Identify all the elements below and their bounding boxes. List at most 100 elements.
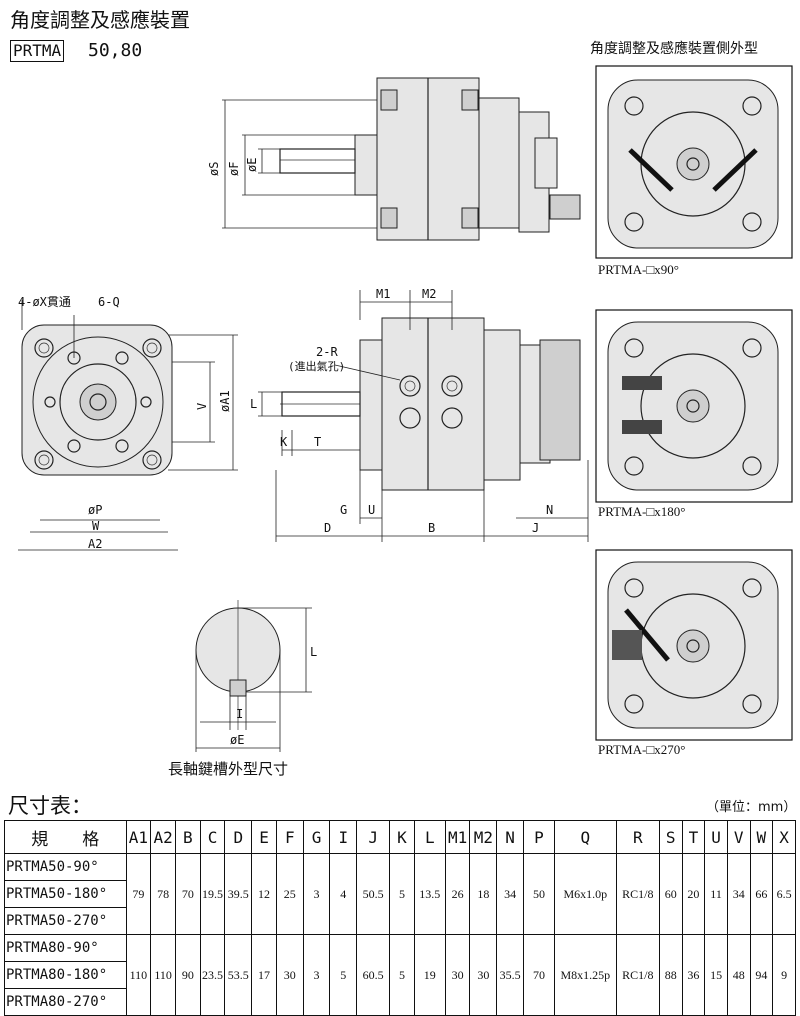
value-cell: 12 <box>251 853 277 935</box>
value-cell: 48 <box>726 934 751 1016</box>
value-cell: 9 <box>772 934 796 1016</box>
column-header: I <box>329 820 358 854</box>
value-cell: 53.5 <box>224 934 253 1016</box>
value-cell: 79 <box>125 853 152 935</box>
model-sizes: 50,80 <box>88 40 143 61</box>
column-header: G <box>302 820 331 854</box>
side-view-title: 角度調整及感應裝置側外型 <box>590 41 758 57</box>
column-header: B <box>174 820 201 854</box>
key-dim-e: øE <box>230 733 244 747</box>
value-cell: 34 <box>496 853 524 935</box>
column-header: A1 <box>125 820 152 854</box>
column-header: F <box>275 820 304 854</box>
column-header: W <box>749 820 774 854</box>
spec-header: 規 格 <box>4 820 127 854</box>
dim-m2: M2 <box>422 287 436 301</box>
port-r-label: 2-R <box>316 345 338 359</box>
column-header: A2 <box>150 820 176 854</box>
value-cell: 35.5 <box>496 934 524 1016</box>
value-cell: 70 <box>174 853 201 935</box>
value-cell: 11 <box>704 853 728 935</box>
value-cell: 5 <box>389 934 415 1016</box>
port-label: (進出氣孔) <box>288 359 345 373</box>
model-cell: PRTMA50-270° <box>4 907 127 935</box>
column-header: S <box>658 820 683 854</box>
column-header: U <box>704 820 728 854</box>
dim-n: N <box>546 503 553 517</box>
dim-t: T <box>314 435 321 449</box>
front-view: 4-øX貫通 6-Q øP W A2 V øA1 <box>18 295 238 551</box>
dim-m1: M1 <box>376 287 390 301</box>
value-cell: 19.5 <box>199 853 226 935</box>
dim-v: V <box>195 403 209 410</box>
dim-j: J <box>532 521 539 535</box>
unit-label: （單位：mm） <box>706 800 797 815</box>
value-cell: 19 <box>413 934 446 1016</box>
value-cell: 39.5 <box>224 853 253 935</box>
value-cell: 6.5 <box>772 853 796 935</box>
value-cell: 30 <box>275 934 304 1016</box>
value-cell: 50.5 <box>356 853 391 935</box>
value-cell: 60 <box>658 853 683 935</box>
dim-a2: A2 <box>88 537 102 551</box>
value-cell: 88 <box>658 934 683 1016</box>
model-box: PRTMA <box>10 40 65 62</box>
value-cell: 26 <box>444 853 471 935</box>
value-cell: 90 <box>174 934 201 1016</box>
value-cell: 25 <box>275 853 304 935</box>
value-cell: 15 <box>704 934 728 1016</box>
q-label: 6-Q <box>98 295 120 309</box>
column-header: Q <box>553 820 617 854</box>
value-cell: 13.5 <box>413 853 446 935</box>
top-side-view: øS øF øE <box>207 77 581 241</box>
value-cell: 60.5 <box>356 934 391 1016</box>
dim-s: øS <box>207 162 221 176</box>
key-dim-l: L <box>310 645 317 659</box>
value-cell: 34 <box>726 853 751 935</box>
side-panel-90: PRTMA-□x90° <box>595 65 793 277</box>
dim-w: W <box>92 519 100 533</box>
dim-p: øP <box>88 503 102 517</box>
model-cell: PRTMA50-180° <box>4 880 127 908</box>
dim-e: øE <box>245 158 259 172</box>
table-title: 尺寸表： <box>8 794 92 818</box>
middle-side-view: M1 M2 2-R (進出氣孔) L K T G U D B J N <box>250 287 589 542</box>
dim-d: D <box>324 521 331 535</box>
dim-f: øF <box>227 162 241 176</box>
side-caption-270: PRTMA-□x270° <box>598 742 685 757</box>
column-header: D <box>224 820 253 854</box>
column-header: P <box>523 820 555 854</box>
side-panel-180: PRTMA-□x180° <box>595 309 793 519</box>
column-header: N <box>496 820 524 854</box>
value-cell: 110 <box>150 934 176 1016</box>
dim-a1: øA1 <box>218 390 232 412</box>
value-cell: 18 <box>469 853 498 935</box>
value-cell: 23.5 <box>199 934 226 1016</box>
table-row: PRTMA80-180° <box>4 961 796 989</box>
value-cell: 30 <box>444 934 471 1016</box>
value-cell: 17 <box>251 934 277 1016</box>
value-cell: 20 <box>681 853 706 935</box>
column-header: X <box>772 820 796 854</box>
technical-drawing: øS øF øE 4-øX貫通 6-Q øP W A2 <box>18 65 793 757</box>
value-cell: RC1/8 <box>615 853 660 935</box>
value-cell: 66 <box>749 853 774 935</box>
value-cell: 5 <box>389 853 415 935</box>
model-cell: PRTMA50-90° <box>4 853 127 881</box>
column-header: K <box>389 820 415 854</box>
value-cell: 5 <box>329 934 358 1016</box>
dim-k: K <box>280 435 288 449</box>
dim-b: B <box>428 521 435 535</box>
model-cell: PRTMA80-90° <box>4 934 127 962</box>
side-caption-180: PRTMA-□x180° <box>598 504 685 519</box>
model-cell: PRTMA80-270° <box>4 988 127 1016</box>
column-header: V <box>726 820 751 854</box>
column-header: L <box>413 820 446 854</box>
value-cell: 50 <box>523 853 555 935</box>
key-caption: 長軸鍵槽外型尺寸 <box>168 760 289 778</box>
value-cell: M8x1.25p <box>553 934 617 1016</box>
